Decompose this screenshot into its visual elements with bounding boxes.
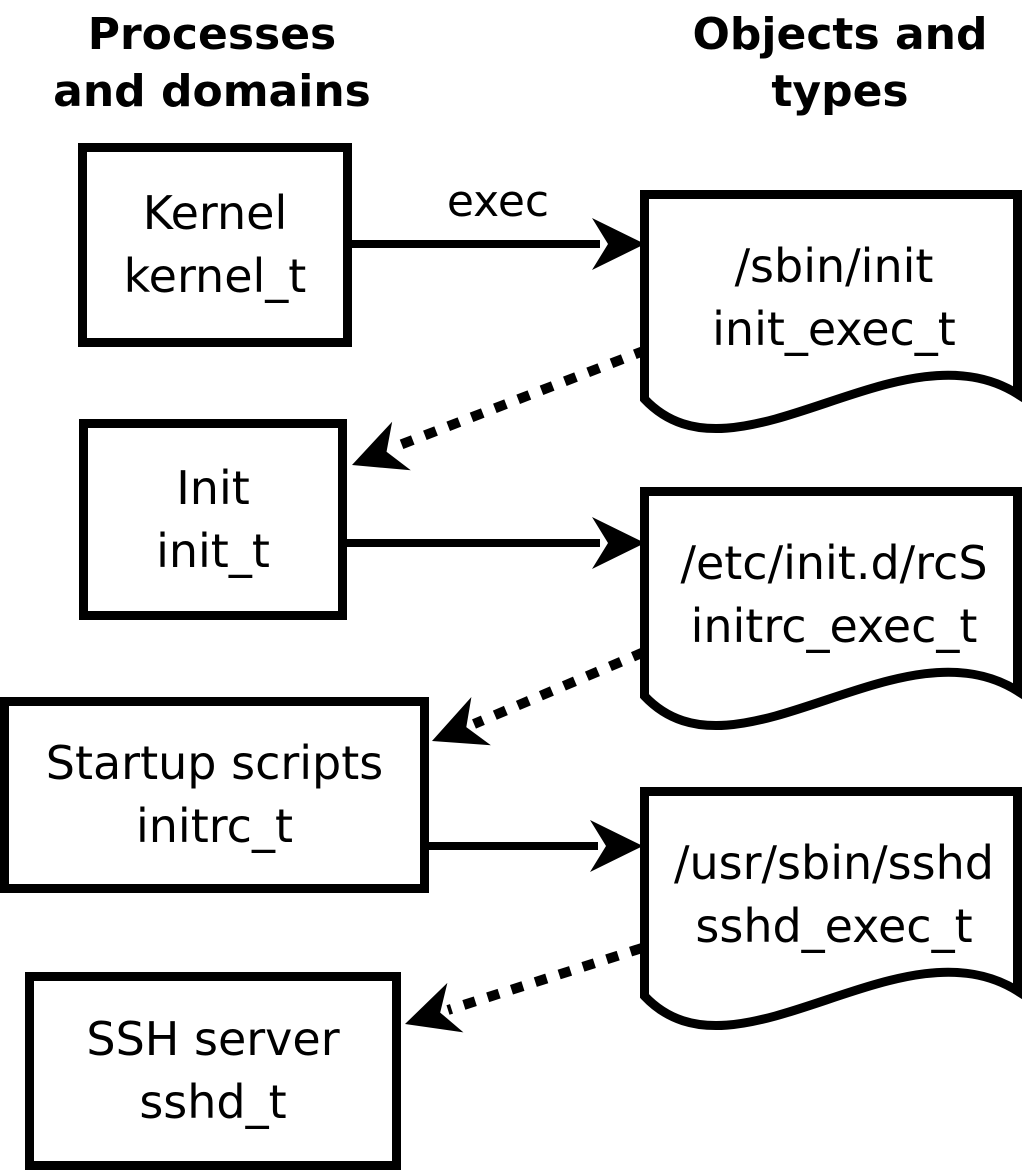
- arrow-shaft-dotted: [390, 345, 648, 453]
- process-domain: initrc_t: [136, 799, 293, 853]
- object-path: /etc/init.d/rcS: [680, 535, 988, 590]
- arrowhead-icon: [405, 982, 464, 1033]
- arrow-shaft-dotted: [472, 647, 646, 729]
- process-domain: sshd_t: [139, 1075, 287, 1129]
- document-shape-sbin-init: [640, 190, 1022, 434]
- arrow-shaft-dotted: [446, 943, 644, 1015]
- document-shape-usr-sbin-sshd: [640, 787, 1022, 1031]
- dotted-arrow-sshd-exec-to-ssh-server: [405, 943, 644, 1033]
- column-header-processes-and-domains: Processes and domains: [12, 6, 412, 120]
- process-name: Kernel: [142, 186, 288, 240]
- object-path: /usr/sbin/sshd: [674, 835, 994, 890]
- process-box-init: Init init_t: [79, 419, 347, 620]
- process-name: Init: [176, 460, 250, 515]
- object-type: init_exec_t: [712, 301, 956, 356]
- arrowhead-icon: [352, 421, 411, 471]
- header-line: Processes: [87, 9, 337, 60]
- dotted-arrow-sbin-init-to-init: [352, 345, 648, 471]
- arrowhead-icon: [432, 697, 491, 746]
- column-header-objects-and-types: Objects and types: [645, 6, 1024, 120]
- object-label-etc-initd-rcs: /etc/init.d/rcS initrc_exec_t: [660, 497, 1008, 692]
- solid-arrow-init-to-rcs: [342, 517, 645, 569]
- arrowhead-icon: [590, 820, 643, 872]
- process-box-kernel: Kernel kernel_t: [78, 143, 352, 347]
- document-shape-etc-initd-rcs: [640, 487, 1022, 731]
- header-line: types: [771, 66, 909, 117]
- process-domain: init_t: [156, 523, 270, 578]
- process-box-ssh-server: SSH server sshd_t: [25, 972, 401, 1170]
- process-box-startup-scripts: Startup scripts initrc_t: [0, 697, 429, 893]
- solid-arrow-kernel-to-sbin-init: [350, 218, 645, 270]
- object-type: sshd_exec_t: [695, 898, 973, 953]
- document-outline: [640, 787, 1022, 1031]
- solid-arrow-startup-to-sshd: [420, 820, 643, 872]
- object-label-sbin-init: /sbin/init init_exec_t: [660, 200, 1008, 395]
- process-name: SSH server: [86, 1012, 340, 1066]
- header-line: and domains: [53, 66, 371, 117]
- object-label-usr-sbin-sshd: /usr/sbin/sshd sshd_exec_t: [660, 797, 1008, 992]
- object-path: /sbin/init: [734, 238, 934, 293]
- document-outline: [640, 190, 1022, 434]
- object-type: initrc_exec_t: [690, 598, 978, 653]
- edge-label-exec: exec: [446, 176, 550, 227]
- arrowhead-icon: [592, 517, 645, 569]
- dotted-arrow-rcs-to-startup: [432, 647, 646, 746]
- header-line: Objects and: [692, 9, 988, 60]
- process-name: Startup scripts: [45, 736, 384, 790]
- document-outline: [640, 487, 1022, 731]
- process-domain: kernel_t: [123, 249, 307, 303]
- arrowhead-icon: [592, 218, 645, 270]
